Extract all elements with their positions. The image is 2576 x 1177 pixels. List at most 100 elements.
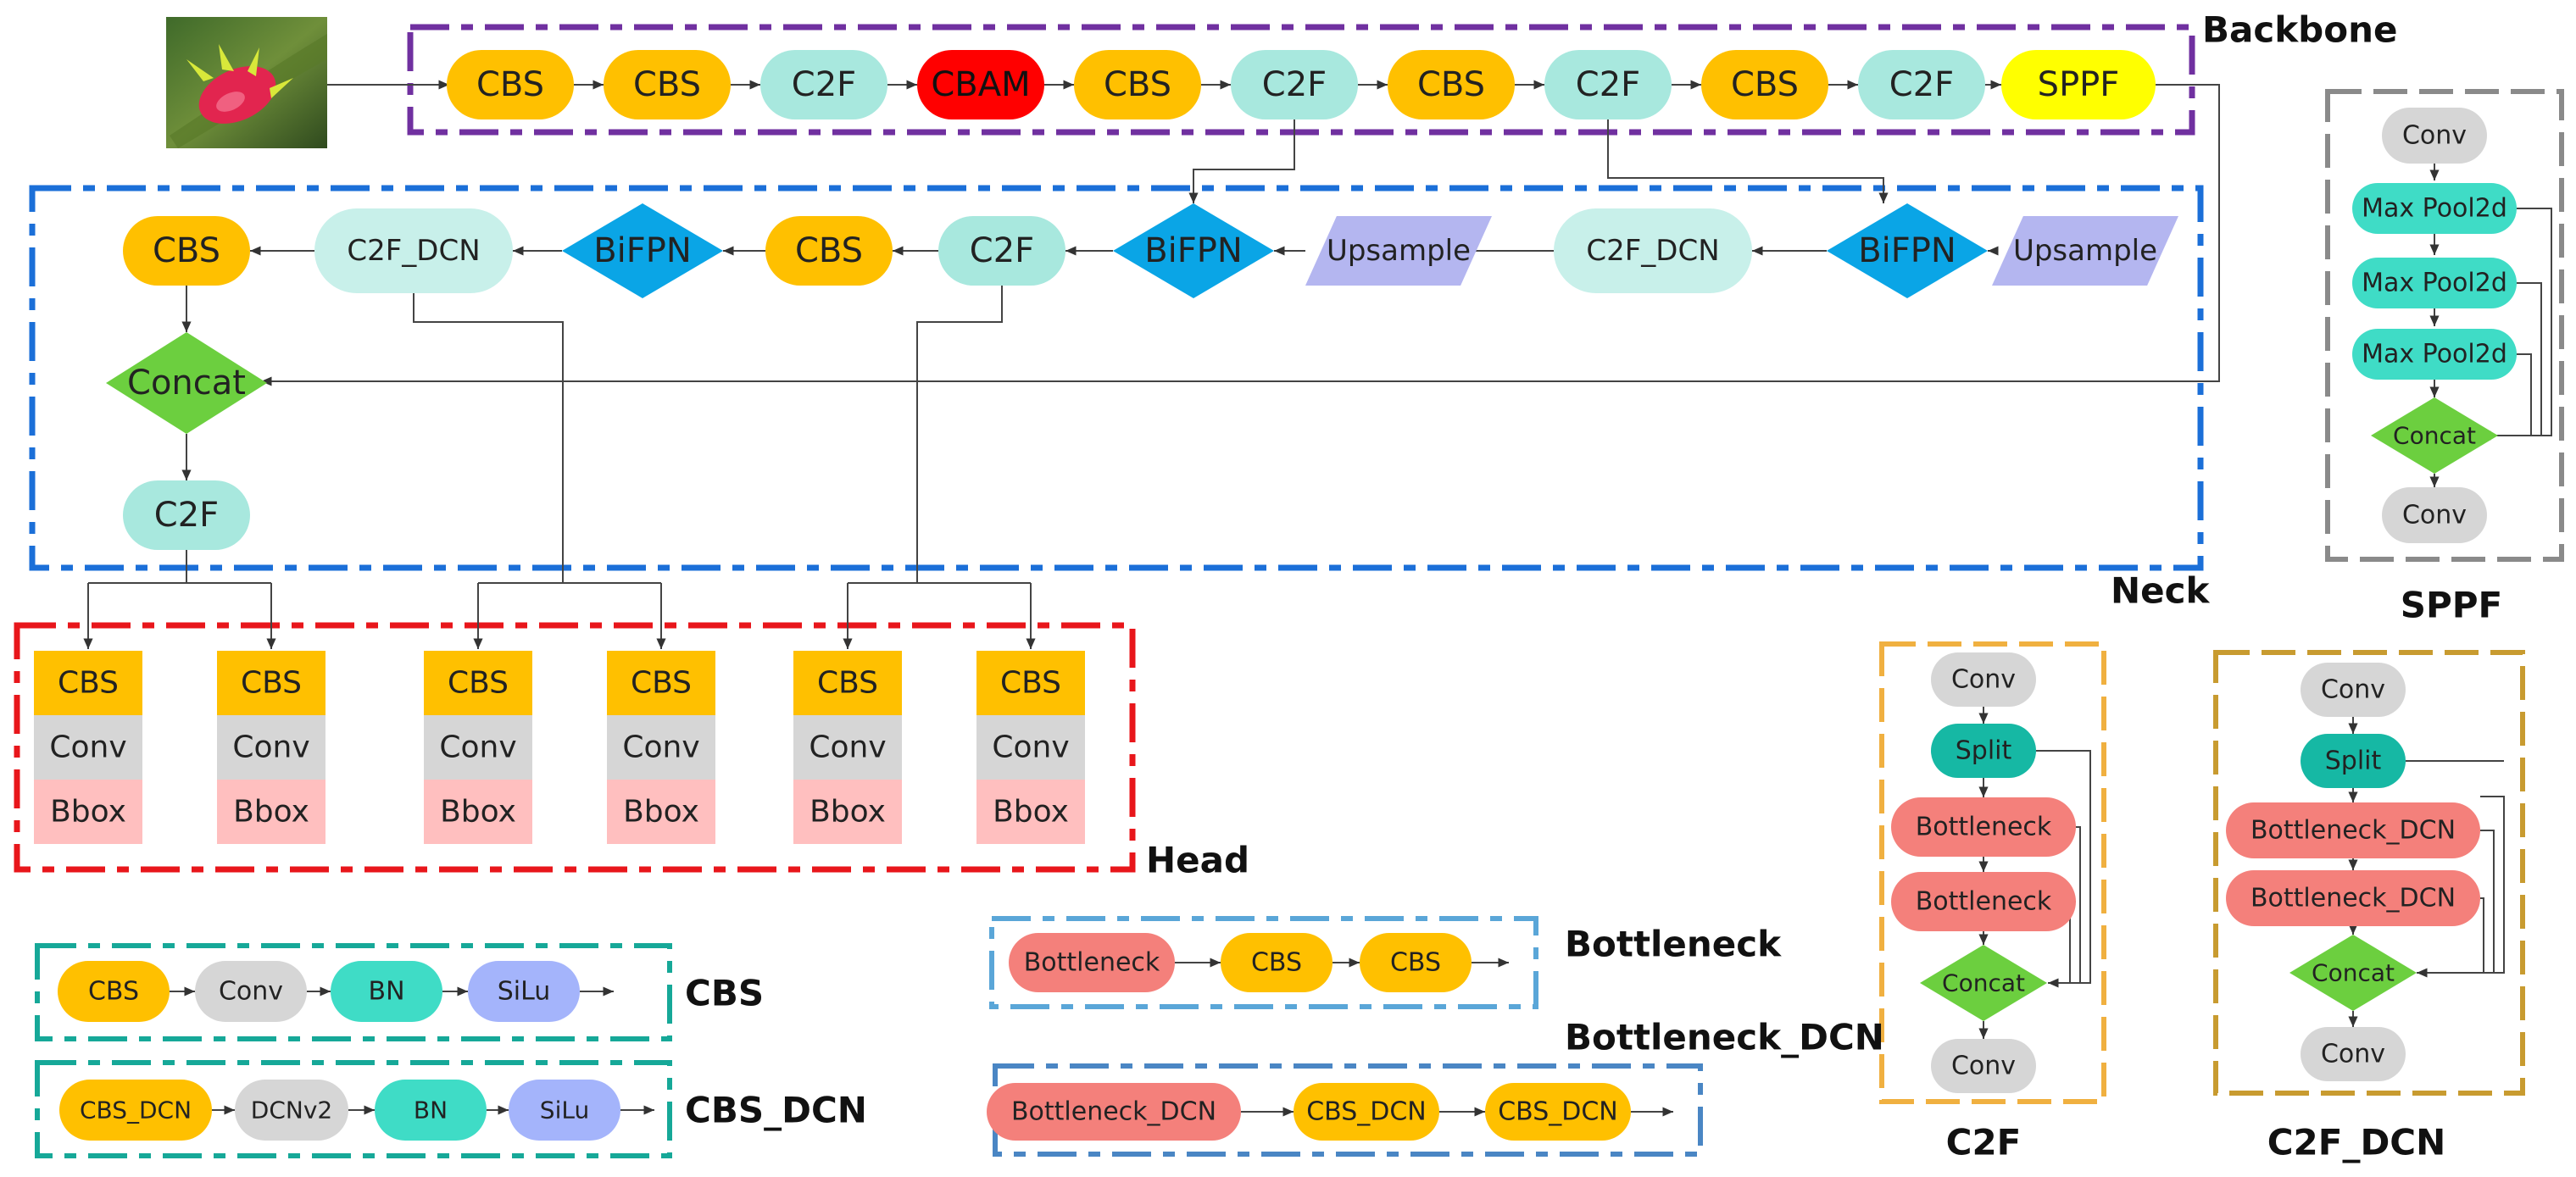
neck-upsample-label: Upsample [1327, 234, 1471, 268]
neck-upsample-shape [1992, 216, 2178, 286]
neck-upsample: Upsample [1305, 216, 1492, 286]
c2f-dcn-bottleneck-dcn-shape [2226, 870, 2480, 926]
connector-line [2480, 208, 2552, 441]
c2f-dcn-bottleneck-dcn-label: Bottleneck_DCN [2251, 884, 2456, 913]
sppf-max-pool2d: Max Pool2d [2352, 183, 2517, 234]
sppf-max-pool2d-shape [2352, 329, 2517, 380]
sppf-max-pool2d-shape [2352, 183, 2517, 234]
c2f-dcn-title: C2F_DCN [2267, 1122, 2446, 1163]
backbone-c2f: C2F [1231, 50, 1358, 119]
backbone-c2f: C2F [1858, 50, 1985, 119]
neck-bifpn: BiFPN [562, 203, 723, 298]
backbone-cbs-label: CBS [1417, 65, 1485, 104]
head-6-cbs: CBS [976, 651, 1085, 715]
c2f-dcn-conv-label: Conv [2321, 1040, 2385, 1069]
backbone-c2f: C2F [760, 50, 887, 119]
c2f-dcn-conv-label: Conv [2321, 675, 2385, 705]
c2f-conv-shape [1931, 652, 2036, 707]
head-1-bbox: Bbox [34, 780, 142, 844]
c2f-dcn-conv-shape [2301, 663, 2406, 717]
c2f-split-shape [1931, 724, 2036, 778]
cbs-dcn-detail-bn-label: BN [414, 1096, 448, 1124]
c2f-dcn-bottleneck-dcn: Bottleneck_DCN [2226, 870, 2480, 926]
sppf-concat-shape [2371, 397, 2498, 474]
backbone-cbs-label: CBS [1731, 65, 1799, 104]
sppf-conv: Conv [2382, 108, 2487, 164]
head-5-cbs: CBS [793, 651, 902, 715]
cbs-detail-cbs-shape [58, 961, 170, 1022]
backbone-sppf-label: SPPF [2038, 65, 2120, 104]
backbone-cbam-shape [917, 50, 1044, 119]
head-3-bbox-shape [424, 780, 532, 844]
bottleneck-detail-bottleneck: Bottleneck [1009, 933, 1175, 992]
sppf-concat-label: Concat [2393, 422, 2476, 450]
c2f-split: Split [1931, 724, 2036, 778]
head-3-cbs-label: CBS [448, 666, 509, 701]
head-3-conv: Conv [424, 715, 532, 780]
head-3-bbox: Bbox [424, 780, 532, 844]
backbone-cbs-shape [1701, 50, 1828, 119]
c2f-concat-shape [1920, 945, 2047, 1021]
backbone-frame [407, 24, 2195, 136]
c2f-dcn-bottleneck-dcn: Bottleneck_DCN [2226, 802, 2480, 858]
head-3-cbs: CBS [424, 651, 532, 715]
backbone-cbam-label: CBAM [931, 65, 1030, 104]
neck-cbs-shape [765, 216, 893, 286]
backbone-title: Backbone [2202, 9, 2398, 51]
head-2-bbox: Bbox [217, 780, 325, 844]
neck-upsample-shape [1305, 216, 1492, 286]
bottleneck-detail-bottleneck-label: Bottleneck [1024, 948, 1160, 978]
neck-bifpn-shape [1827, 203, 1988, 298]
head-2-conv-shape [217, 715, 325, 780]
connector-line [916, 286, 1003, 583]
c2f-dcn-split: Split [2301, 734, 2406, 788]
cbs-dcn-detail-bn: BN [375, 1080, 487, 1141]
bottleneck-dcn-detail-cbs-dcn-shape [1294, 1083, 1439, 1141]
connector-line [1607, 119, 1889, 203]
head-5-conv-label: Conv [809, 730, 886, 765]
bottleneck-dcn-detail-cbs-dcn-shape [1485, 1083, 1631, 1141]
neck-concat-shape [106, 332, 267, 434]
cbs-dcn-detail-cbs-dcn-label: CBS_DCN [80, 1096, 192, 1124]
head-4-cbs-label: CBS [631, 666, 692, 701]
cbs-detail-cbs-label: CBS [88, 977, 139, 1007]
head-1-conv-shape [34, 715, 142, 780]
c2f-dcn-concat: Concat [2289, 935, 2417, 1011]
bottleneck-dcn-detail-cbs-dcn: CBS_DCN [1485, 1083, 1631, 1141]
sppf-max-pool2d: Max Pool2d [2352, 258, 2517, 308]
backbone-cbs-label: CBS [476, 65, 544, 104]
head-6-cbs-shape [976, 651, 1085, 715]
head-4-conv-label: Conv [622, 730, 699, 765]
head-2-cbs-shape [217, 651, 325, 715]
c2f-dcn-bottleneck-dcn-shape [2226, 802, 2480, 858]
backbone-cbs-label: CBS [633, 65, 701, 104]
head-5-bbox-label: Bbox [810, 795, 886, 830]
head-5-conv: Conv [793, 715, 902, 780]
head-1-cbs: CBS [34, 651, 142, 715]
neck-c2f-label: C2F [154, 496, 219, 535]
neck-bifpn: BiFPN [1113, 203, 1274, 298]
bottleneck-dcn-detail-cbs-dcn-label: CBS_DCN [1306, 1097, 1427, 1127]
head-3-bbox-label: Bbox [440, 795, 516, 830]
backbone-c2f-shape [1231, 50, 1358, 119]
bottleneck-detail-cbs-label: CBS [1390, 948, 1441, 978]
neck-c2f-dcn-label: C2F_DCN [347, 234, 480, 268]
head-2-conv-label: Conv [232, 730, 309, 765]
bottleneck-detail-cbs-shape [1360, 933, 1472, 992]
backbone-cbam: CBAM [917, 50, 1044, 119]
connector-line [2517, 282, 2542, 436]
sppf-max-pool2d: Max Pool2d [2352, 329, 2517, 380]
neck-cbs: CBS [765, 216, 893, 286]
neck-c2f-dcn: C2F_DCN [1554, 208, 1752, 293]
bottleneck-detail-bottleneck-shape [1009, 933, 1175, 992]
c2f-conv-label: Conv [1951, 1052, 2016, 1081]
connector-line [2480, 830, 2495, 973]
head-6-cbs-label: CBS [1000, 666, 1061, 701]
c2f-title: C2F [1946, 1122, 2022, 1163]
head-2-cbs: CBS [217, 651, 325, 715]
head-1-bbox-shape [34, 780, 142, 844]
head-2-bbox-label: Bbox [233, 795, 309, 830]
c2f-conv-label: Conv [1951, 665, 2016, 695]
c2f-dcn-concat-label: Concat [2312, 959, 2395, 987]
